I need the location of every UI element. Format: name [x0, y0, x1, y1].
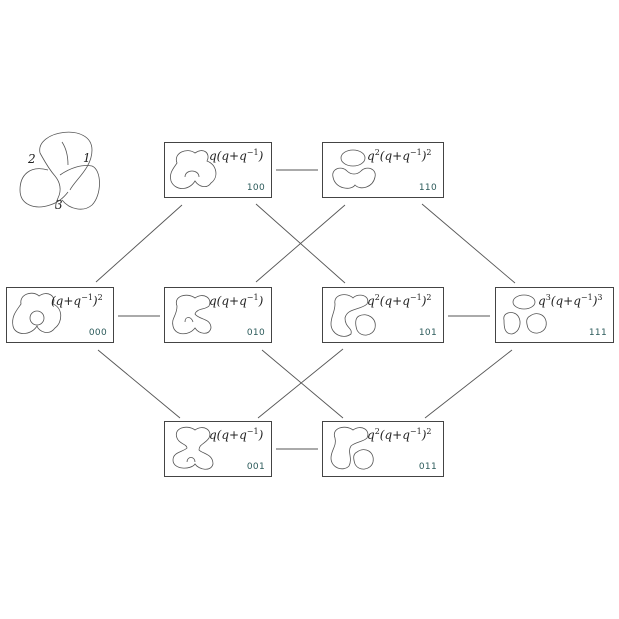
state-code-110: 110	[418, 183, 437, 193]
state-box-001: q(q+q−1) 001	[164, 421, 272, 477]
state-code-011: 011	[418, 462, 437, 472]
state-box-101: q2(q+q−1)2 101	[322, 287, 444, 343]
edge-001-101	[257, 348, 344, 419]
edge-000-100	[95, 204, 183, 283]
smoothing-diagram-001	[172, 426, 214, 470]
smoothing-diagram-111	[503, 294, 547, 335]
state-box-110: q2(q+q−1)2 110	[322, 142, 444, 198]
state-code-010: 010	[246, 328, 265, 338]
trefoil-knot-diagram	[19, 131, 100, 210]
crossing-label-3: 3	[55, 198, 63, 212]
crossing-label-1: 1	[83, 151, 91, 165]
smoothing-diagram-010	[172, 294, 212, 335]
smoothing-diagram-101	[330, 294, 376, 337]
state-box-011: q2(q+q−1)2 011	[322, 421, 444, 477]
state-expr-011: q2(q+q−1)2	[367, 427, 432, 442]
state-expr-101: q2(q+q−1)2	[367, 293, 432, 308]
state-expr-000: (q+q−1)2	[51, 293, 103, 308]
edge-000-001	[97, 349, 181, 419]
state-code-101: 101	[418, 328, 437, 338]
smoothing-diagram-011	[330, 426, 374, 470]
state-box-100: q(q+q−1) 100	[164, 142, 272, 198]
state-expr-100: q(q+q−1)	[209, 148, 264, 163]
state-expr-010: q(q+q−1)	[209, 293, 264, 308]
edge-010-110	[255, 204, 346, 283]
state-code-000: 000	[88, 328, 107, 338]
state-box-111: q3(q+q−1)3 111	[495, 287, 614, 343]
smoothing-diagram-110	[332, 149, 376, 189]
state-code-001: 001	[246, 462, 265, 472]
smoothing-diagram-000	[12, 292, 62, 334]
state-code-100: 100	[246, 183, 265, 193]
state-expr-111: q3(q+q−1)3	[538, 293, 603, 308]
edge-110-111	[421, 203, 516, 284]
state-expr-110: q2(q+q−1)2	[367, 148, 432, 163]
crossing-label-2: 2	[28, 152, 36, 166]
edge-010-011	[261, 349, 344, 419]
state-code-111: 111	[588, 328, 607, 338]
smoothing-diagram-100	[170, 150, 217, 189]
state-box-010: q(q+q−1) 010	[164, 287, 272, 343]
edge-011-111	[424, 349, 513, 419]
state-box-000: (q+q−1)2 000	[6, 287, 114, 343]
state-expr-001: q(q+q−1)	[209, 427, 264, 442]
